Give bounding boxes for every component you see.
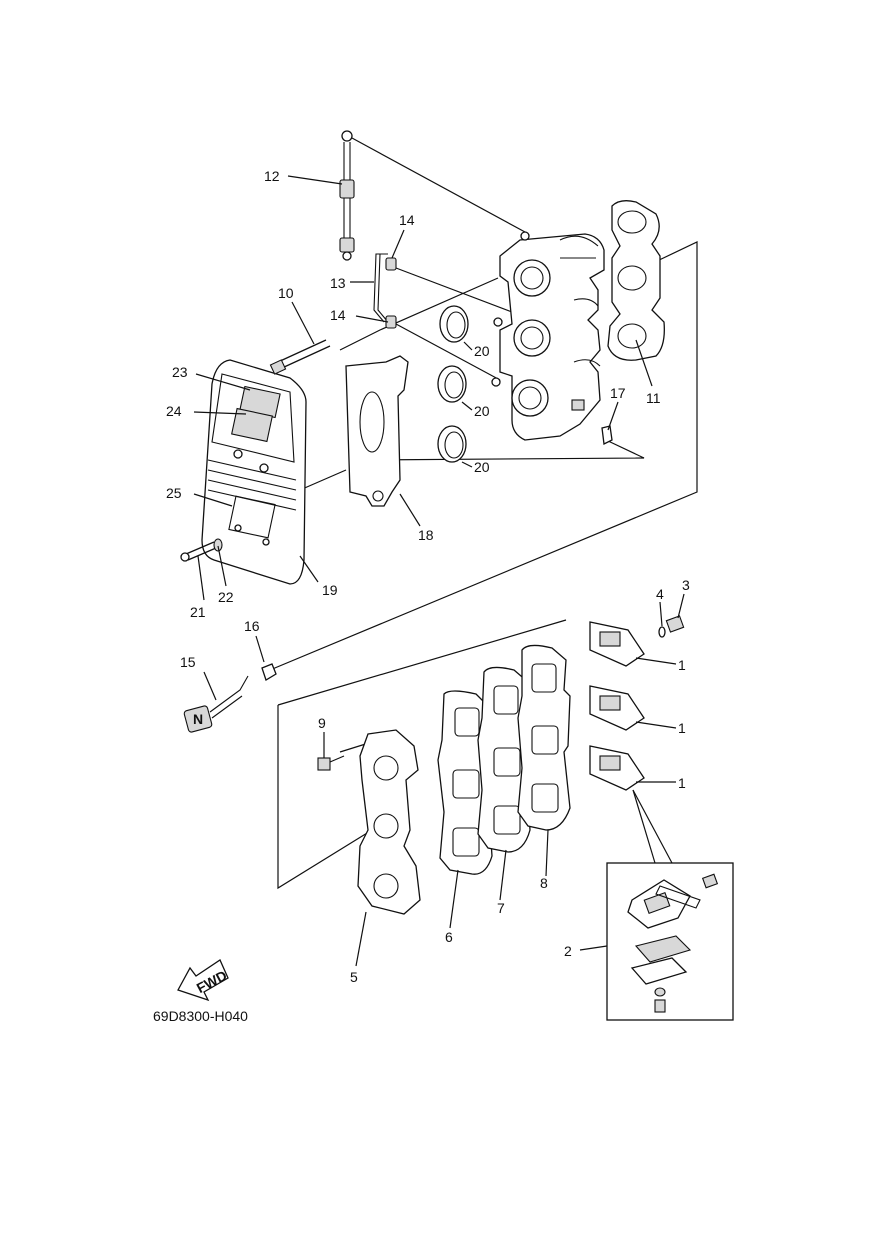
hose-assembly: [339, 130, 355, 261]
callout-15: 15: [180, 654, 196, 670]
callout-20: 20: [474, 343, 490, 359]
carb-gasket: [607, 200, 665, 361]
callout-8: 8: [540, 875, 548, 891]
plate-bolt: [317, 755, 345, 771]
carburetor-block: [491, 231, 605, 441]
fwd-arrow-icon: FWD: [177, 959, 229, 1002]
callout-11: 11: [646, 390, 661, 406]
callout-5: 5: [350, 969, 358, 985]
callout-7: 7: [497, 900, 505, 916]
callout-6: 6: [445, 929, 453, 945]
callout-24: 24: [166, 403, 182, 419]
choke-rod: [183, 663, 277, 733]
callout-21: 21: [190, 604, 206, 620]
callout-10: 10: [278, 285, 294, 301]
callout-9: 9: [318, 715, 326, 731]
callout-1: 1: [678, 657, 686, 673]
callout-4: 4: [656, 586, 664, 602]
long-bolt: [269, 339, 331, 375]
callout-3: 3: [682, 577, 690, 593]
cover-bolt: [180, 538, 223, 562]
callout-22: 22: [218, 589, 234, 605]
silencer-cover: [201, 359, 307, 585]
callout-20: 20: [474, 403, 490, 419]
callout-12: 12: [264, 168, 280, 184]
silencer-gasket: [345, 355, 409, 507]
callout-leaders: [193, 175, 685, 967]
callout-18: 18: [418, 527, 434, 543]
callout-19: 19: [322, 582, 338, 598]
callout-17: 17: [610, 385, 626, 401]
callout-23: 23: [172, 364, 188, 380]
choke-plate-label: N: [193, 711, 203, 727]
reed-valves: [589, 615, 685, 791]
gaskets: [437, 644, 571, 875]
callout-14: 14: [399, 212, 415, 228]
callout-1: 1: [678, 720, 686, 736]
callout-2: 2: [564, 943, 572, 959]
hose-clip: [601, 425, 613, 445]
figure-code: 69D8300-H040: [153, 1008, 248, 1024]
callout-14: 14: [330, 307, 346, 323]
reed-plate: [357, 729, 421, 915]
callout-25: 25: [166, 485, 182, 501]
fuel-bracket: [373, 253, 397, 329]
callouts: 12 14 13 14 10 20 20 20 11 17 23 24 25 1…: [166, 168, 690, 985]
callout-20: 20: [474, 459, 490, 475]
o-rings: [437, 305, 469, 463]
callout-13: 13: [330, 275, 346, 291]
callout-16: 16: [244, 618, 260, 634]
callout-1: 1: [678, 775, 686, 791]
reed-detail-box: [606, 862, 734, 1021]
